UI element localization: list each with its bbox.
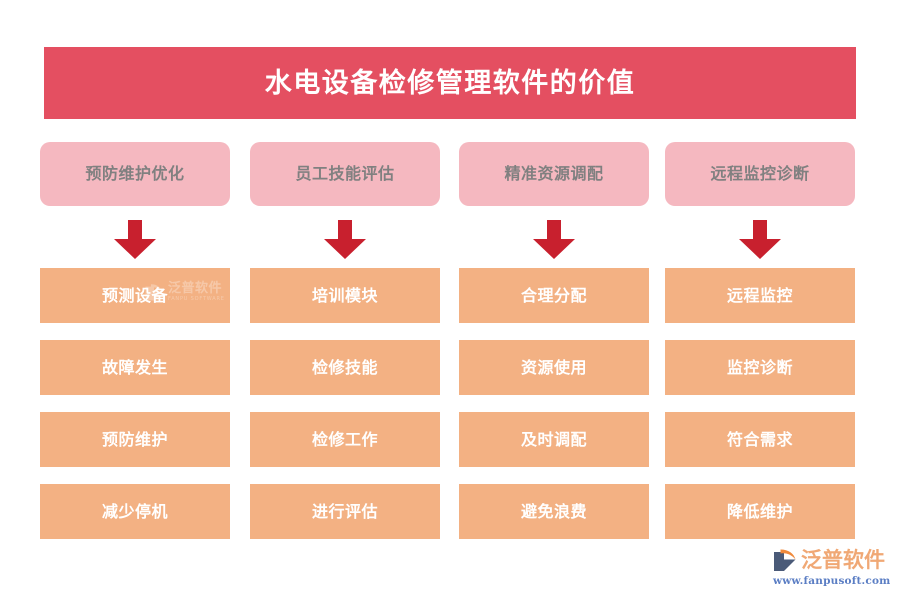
- brand-name: 泛普软件: [801, 547, 885, 572]
- fanpu-watermark-en: FANPU SOFTWARE: [168, 296, 225, 302]
- cell-3-3[interactable]: 降低维护: [665, 484, 855, 539]
- cell-1-3[interactable]: 进行评估: [250, 484, 440, 539]
- cell-1-2[interactable]: 检修工作: [250, 412, 440, 467]
- cell-label-0-3: 减少停机: [101, 501, 168, 521]
- cell-0-3[interactable]: 减少停机: [40, 484, 230, 539]
- cell-1-0[interactable]: 培训模块: [250, 268, 440, 323]
- fanpu-watermark-text: 泛普软件 FANPU SOFTWARE: [168, 282, 225, 302]
- cell-label-3-2: 符合需求: [726, 429, 793, 449]
- arrow-down-icon-3: [665, 219, 855, 261]
- cell-label-1-2: 检修工作: [311, 429, 378, 449]
- fanpu-logo-mark-icon: [772, 547, 798, 573]
- arrow-down-icon-2: [459, 219, 649, 261]
- column-header-label-3: 远程监控诊断: [710, 164, 810, 183]
- cell-label-1-0: 培训模块: [311, 285, 378, 305]
- cell-label-1-1: 检修技能: [311, 357, 378, 377]
- cell-label-1-3: 进行评估: [311, 501, 378, 521]
- cell-label-2-0: 合理分配: [520, 285, 587, 305]
- cell-2-3[interactable]: 避免浪费: [459, 484, 649, 539]
- column-header-label-2: 精准资源调配: [504, 164, 604, 183]
- cell-label-0-2: 预防维护: [101, 429, 168, 449]
- cell-2-0[interactable]: 合理分配: [459, 268, 649, 323]
- column-header-box-1[interactable]: 员工技能评估: [250, 142, 440, 206]
- cell-label-3-3: 降低维护: [726, 501, 793, 521]
- cell-2-1[interactable]: 资源使用: [459, 340, 649, 395]
- cell-label-2-1: 资源使用: [520, 357, 587, 377]
- cell-3-2[interactable]: 符合需求: [665, 412, 855, 467]
- cell-2-2[interactable]: 及时调配: [459, 412, 649, 467]
- column-header-label-0: 预防维护优化: [85, 164, 185, 183]
- cell-0-0[interactable]: 预测设备 泛普软件 FANPU SOFTWARE: [40, 268, 230, 323]
- cell-0-2[interactable]: 预防维护: [40, 412, 230, 467]
- cell-0-1[interactable]: 故障发生: [40, 340, 230, 395]
- page-title: 水电设备检修管理软件的价值: [264, 67, 636, 99]
- fanpu-watermark-cn: 泛普软件: [168, 281, 223, 296]
- column-header-box-2[interactable]: 精准资源调配: [459, 142, 649, 206]
- cell-label-2-3: 避免浪费: [520, 501, 587, 521]
- cell-3-1[interactable]: 监控诊断: [665, 340, 855, 395]
- arrow-down-icon-1: [250, 219, 440, 261]
- cell-label-3-0: 远程监控: [726, 285, 793, 305]
- arrow-down-icon-0: [40, 219, 230, 261]
- cell-label-0-1: 故障发生: [101, 357, 168, 377]
- brand-url: www.fanpusoft.com: [773, 575, 891, 587]
- brand-logo[interactable]: 泛普软件 www.fanpusoft.com: [772, 546, 890, 590]
- brand-logo-row: 泛普软件: [772, 546, 890, 574]
- cell-label-3-1: 监控诊断: [726, 357, 793, 377]
- cell-1-1[interactable]: 检修技能: [250, 340, 440, 395]
- cell-3-0[interactable]: 远程监控: [665, 268, 855, 323]
- cell-label-2-2: 及时调配: [520, 429, 587, 449]
- column-header-box-3[interactable]: 远程监控诊断: [665, 142, 855, 206]
- title-banner: 水电设备检修管理软件的价值: [44, 47, 856, 119]
- column-header-label-1: 员工技能评估: [295, 164, 395, 183]
- column-header-box-0[interactable]: 预防维护优化: [40, 142, 230, 206]
- cell-label-0-0: 预测设备: [101, 285, 168, 305]
